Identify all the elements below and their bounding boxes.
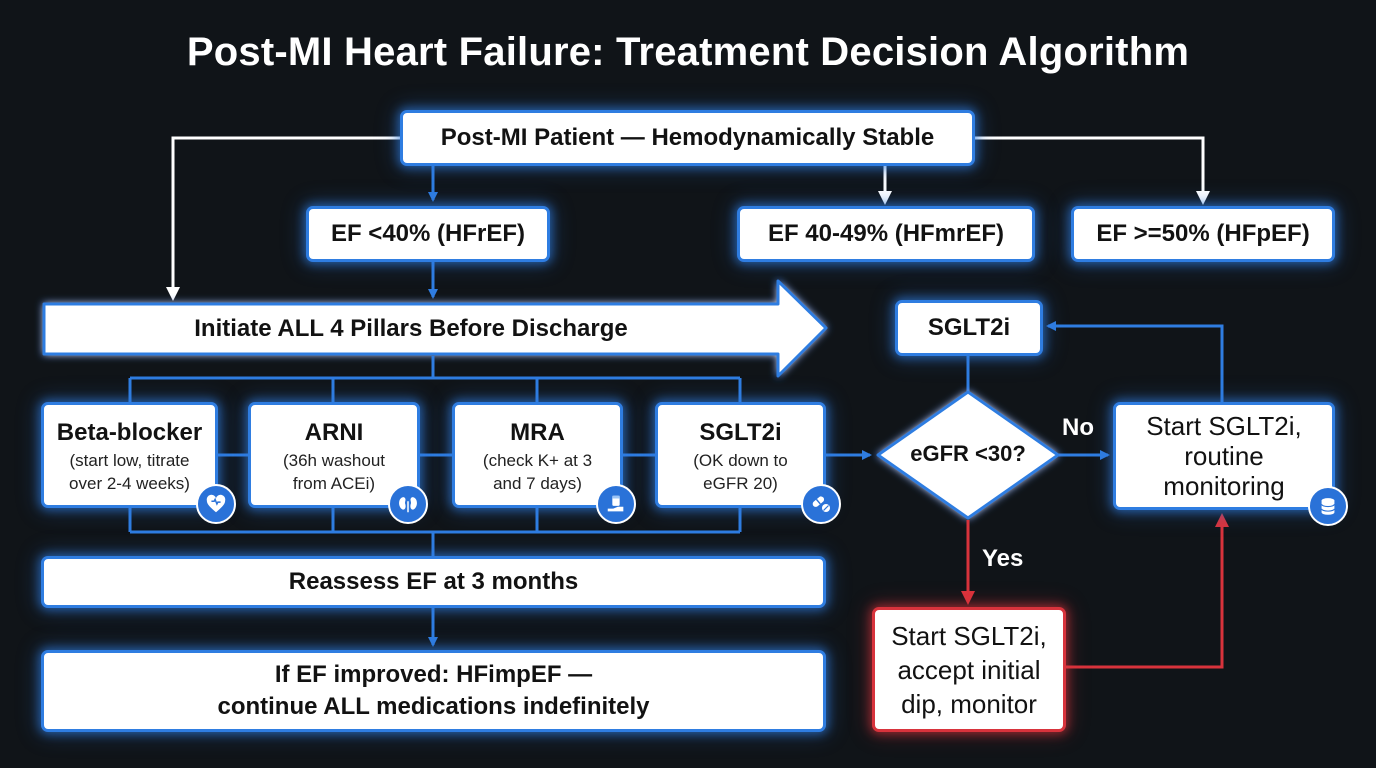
no-label: No [1062, 414, 1094, 441]
pills-icon [801, 484, 841, 524]
routine-line: Start SGLT2i, [1146, 411, 1302, 441]
connector-red-return [1066, 513, 1229, 669]
ef-hfpef-node: EF >=50% (HFpEF) [1071, 206, 1335, 262]
improved-node: If EF improved: HFimpEF — continue ALL m… [41, 650, 826, 732]
routine-line: monitoring [1163, 471, 1285, 501]
connector-right-white [975, 136, 1210, 205]
pillar-note-line: eGFR 20) [703, 474, 778, 493]
medicine-hand-icon [596, 484, 636, 524]
accept-dip-line: dip, monitor [901, 688, 1037, 719]
pillar-name: ARNI [304, 419, 364, 446]
start-node: Post-MI Patient — Hemodynamically Stable [400, 110, 975, 166]
sglt2i-node: SGLT2i [895, 300, 1043, 356]
initiate-arrow-shape [42, 279, 828, 378]
pillar-sglt2i: SGLT2i (OK down to eGFR 20) [655, 402, 826, 508]
improved-line: continue ALL medications indefinitely [217, 693, 650, 720]
pillar-name: Beta-blocker [56, 419, 203, 446]
yes-label: Yes [982, 545, 1024, 572]
reassess-label: Reassess EF at 3 months [288, 568, 579, 595]
accept-dip-line: Start SGLT2i, [891, 620, 1047, 651]
ef-hfref-node: EF <40% (HFrEF) [306, 206, 550, 262]
heart-icon [196, 484, 236, 524]
ef-hfref-label: EF <40% (HFrEF) [330, 220, 526, 247]
ef-hfpef-label: EF >=50% (HFpEF) [1096, 220, 1310, 247]
start-node-label: Post-MI Patient — Hemodynamically Stable [440, 124, 935, 151]
pillar-note-line: (36h washout [282, 451, 386, 470]
accept-dip-line: accept initial [897, 654, 1041, 685]
page-title: Post-MI Heart Failure: Treatment Decisio… [186, 30, 1190, 74]
pillar-note-line: from ACEi) [292, 474, 376, 493]
coins-icon [1308, 486, 1348, 526]
pillar-bus-top [128, 356, 742, 404]
pillar-note-line: (OK down to [693, 451, 788, 470]
accept-dip-node: Start SGLT2i, accept initial dip, monito… [872, 607, 1066, 732]
pillar-name: SGLT2i [699, 419, 782, 446]
reassess-node: Reassess EF at 3 months [41, 556, 826, 608]
routine-node: Start SGLT2i, routine monitoring [1113, 402, 1335, 510]
pillar-arni: ARNI (36h washout from ACEi) [248, 402, 420, 508]
pillar-bus-bottom [128, 508, 742, 556]
pillar-mra: MRA (check K+ at 3 and 7 days) [452, 402, 623, 508]
kidneys-icon [388, 484, 428, 524]
decision-diamond [876, 390, 1060, 520]
initiate-label: Initiate ALL 4 Pillars Before Discharge [194, 315, 628, 342]
ef-hfmref-label: EF 40-49% (HFmrEF) [767, 220, 1005, 247]
routine-line: routine [1184, 441, 1264, 471]
ef-hfmref-node: EF 40-49% (HFmrEF) [737, 206, 1035, 262]
connector-left-white [166, 136, 400, 301]
pillar-beta-blocker: Beta-blocker (start low, titrate over 2-… [41, 402, 218, 508]
pillar-note-line: (start low, titrate [69, 451, 190, 470]
connector-routine-loop [1046, 321, 1224, 402]
pillar-note-line: and 7 days) [493, 474, 582, 493]
pillar-note-line: (check K+ at 3 [482, 451, 593, 470]
sglt2i-label: SGLT2i [927, 314, 1011, 341]
pillar-name: MRA [510, 419, 565, 446]
pillar-note-line: over 2-4 weeks) [69, 474, 190, 493]
decision-label: eGFR <30? [910, 441, 1026, 466]
improved-line: If EF improved: HFimpEF — [274, 661, 593, 688]
